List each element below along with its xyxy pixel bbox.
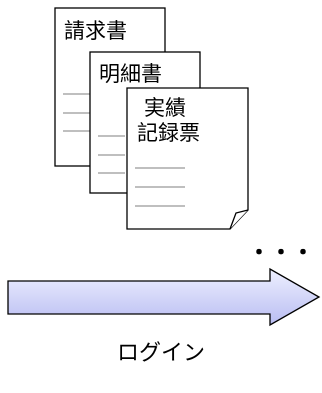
login-caption: ログイン <box>116 341 205 366</box>
document-invoice-lines <box>63 93 90 132</box>
ellipsis: ・・・ <box>248 241 314 266</box>
document-statement-lines <box>98 135 125 174</box>
document-record-title-line1: 実績 <box>144 96 186 120</box>
document-statement-title: 明細書 <box>99 62 162 86</box>
folded-corner <box>229 209 249 230</box>
document-invoice-title: 請求書 <box>64 19 127 43</box>
document-record-title-line2: 記録票 <box>137 121 200 145</box>
document-record: 実績 記録票 <box>126 87 249 230</box>
right-arrow-icon <box>7 267 321 327</box>
document-record-lines <box>135 167 185 207</box>
